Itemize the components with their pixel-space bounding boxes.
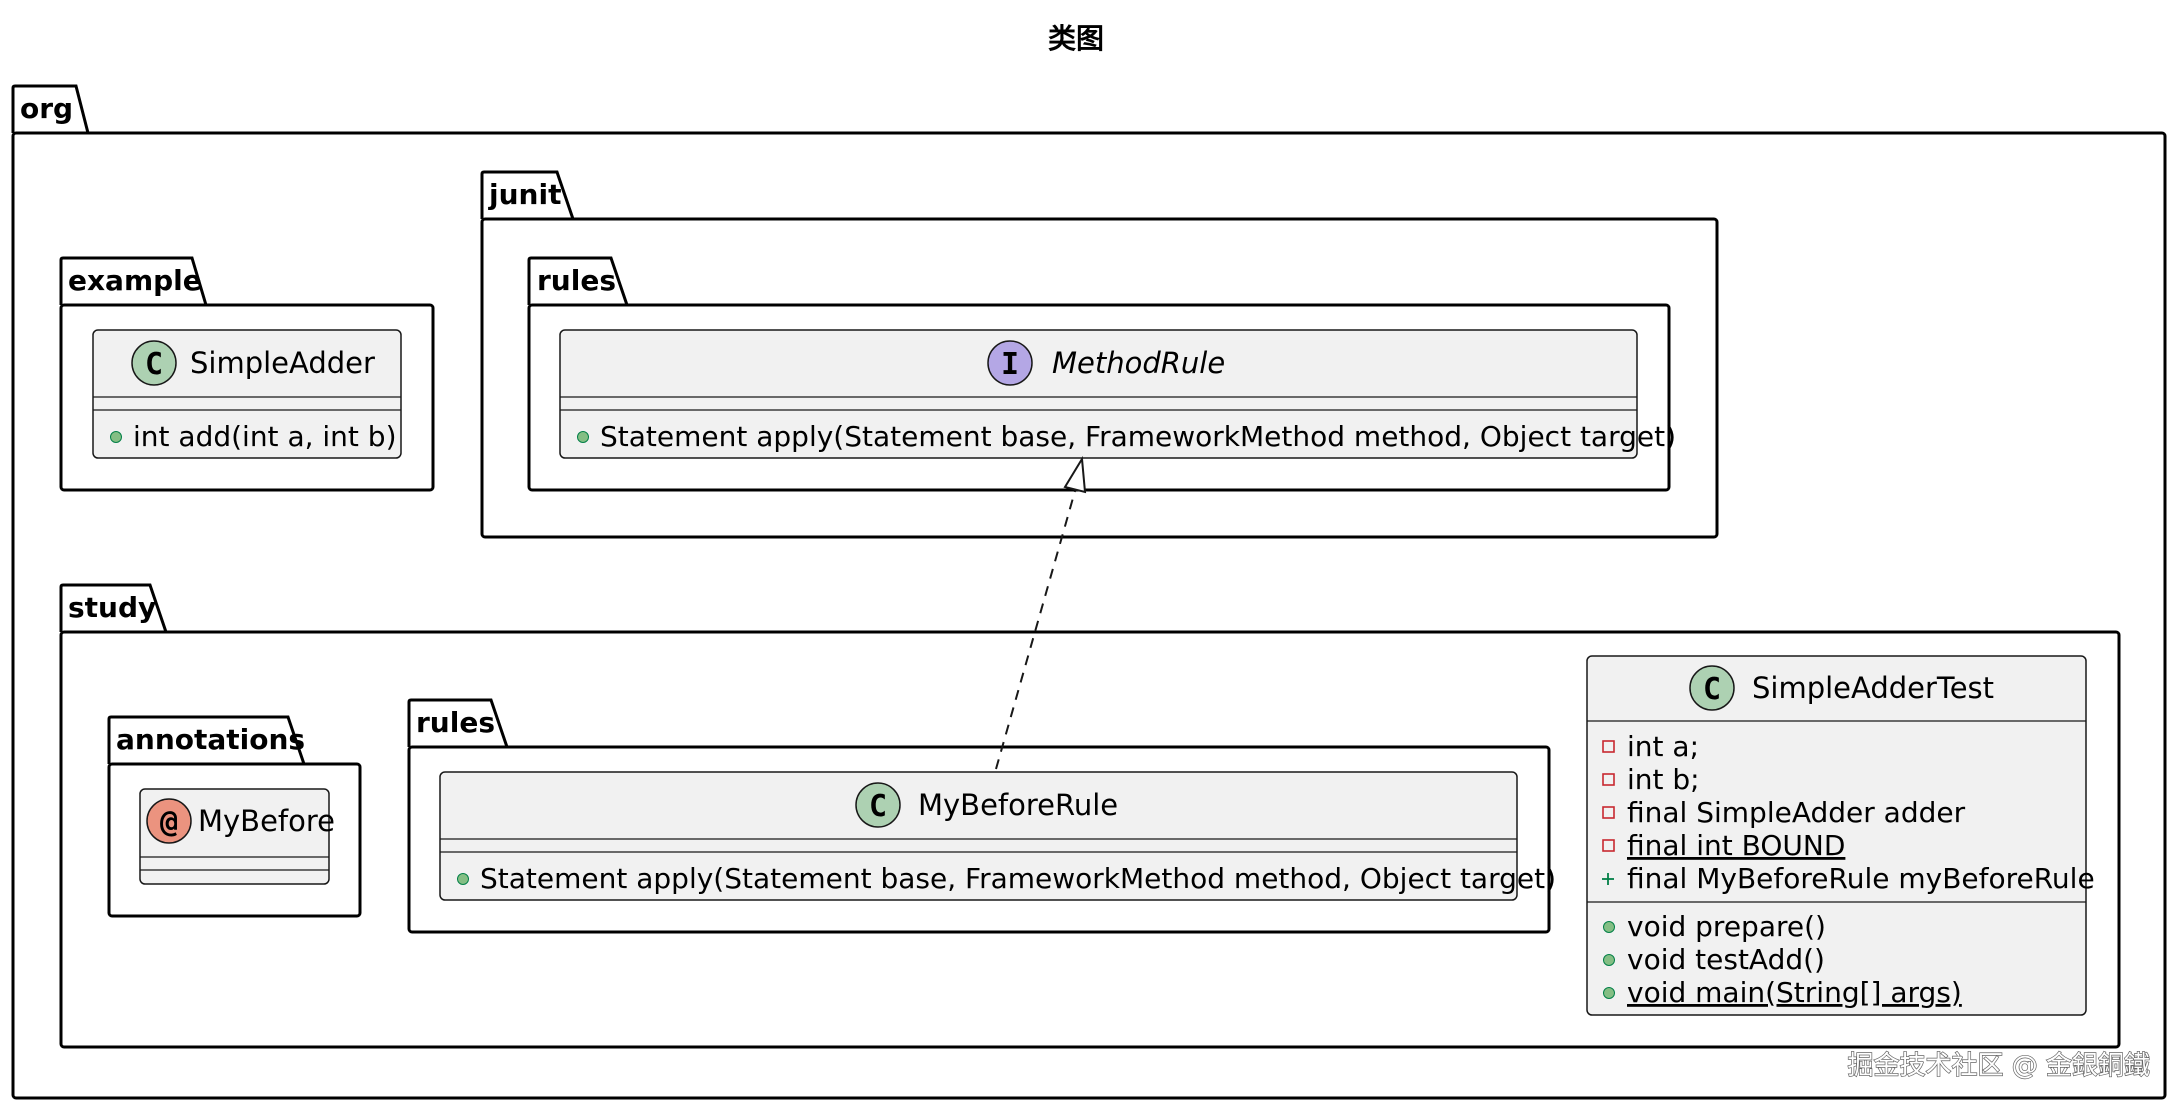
class-name: MyBeforeRule [918,788,1118,822]
annotation-name: MyBefore [198,804,335,838]
watermark: 掘金技术社区 @ 金銀銅鐵 [1847,1051,2150,1081]
svg-text:int add(int a, int b): int add(int a, int b) [133,420,397,453]
package-junit-rules: rules [527,256,1671,492]
public-visibility-icon [577,431,589,443]
svg-text:Statement apply(Statement base: Statement apply(Statement base, Framewor… [480,862,1556,895]
class-name: SimpleAdderTest [1752,671,1994,705]
private-visibility-icon [1602,839,1615,852]
package-study-rules: rules [407,698,1551,934]
svg-text:@: @ [160,805,178,840]
svg-text:int a;: int a; [1627,730,1699,763]
package-annotations-label: annotations [116,723,305,756]
annotation-at-icon: @ [146,798,192,844]
svg-text:I: I [1001,347,1019,382]
method-row: void prepare() [1603,910,1826,943]
class-c-icon: C [855,782,901,828]
public-visibility-icon [1603,954,1615,966]
public-visibility-icon [457,873,469,885]
field-row-static: final int BOUND [1602,829,1845,862]
private-visibility-icon [1602,806,1615,819]
svg-text:final MyBeforeRule myBeforeRul: final MyBeforeRule myBeforeRule [1627,862,2095,895]
class-name: SimpleAdder [190,346,375,380]
package-study-rules-label: rules [416,706,495,739]
method-row: Statement apply(Statement base, Framewor… [457,862,1556,895]
package-study: study [59,583,2121,1049]
method-row-static: void main(String[] args) [1603,976,1962,1009]
package-example-label: example [68,264,202,297]
svg-text:void testAdd(): void testAdd() [1627,943,1825,976]
method-row: Statement apply(Statement base, Framewor… [577,420,1676,453]
public-visibility-icon [1603,921,1615,933]
realization-arrow [995,455,1087,770]
package-junit: junit [480,170,1719,539]
package-example: example [59,256,435,492]
svg-text:final SimpleAdder adder: final SimpleAdder adder [1627,796,1966,829]
package-annotations: annotations [107,715,362,918]
package-junit-rules-label: rules [537,264,616,297]
interface-method-rule[interactable]: I MethodRule Statement apply(Statement b… [559,329,1676,459]
class-c-icon: C [1689,665,1735,711]
package-org-label: org [20,92,73,125]
svg-text:void main(String[] args): void main(String[] args) [1627,976,1962,1009]
public-visibility-icon [1603,987,1615,999]
field-row: final MyBeforeRule myBeforeRule [1602,862,2095,895]
field-row: int b; [1602,763,1700,796]
class-simple-adder-test[interactable]: C SimpleAdderTest int a; int b; final Si… [1586,655,2095,1016]
svg-text:int b;: int b; [1627,763,1700,796]
class-c-icon: C [131,340,177,386]
hollow-arrowhead-icon [1063,455,1087,494]
package-study-label: study [68,591,156,624]
public-visibility-icon [110,431,122,443]
field-row: int a; [1602,730,1699,763]
svg-text:final int BOUND: final int BOUND [1627,829,1845,862]
method-row: void testAdd() [1603,943,1825,976]
class-simple-adder[interactable]: C SimpleAdder int add(int a, int b) [92,329,402,459]
svg-text:C: C [145,347,163,382]
svg-text:void prepare(): void prepare() [1627,910,1826,943]
svg-text:C: C [869,789,887,824]
interface-i-icon: I [987,340,1033,386]
field-row: final SimpleAdder adder [1602,796,1966,829]
protected-visibility-icon [1602,873,1614,885]
private-visibility-icon [1602,773,1615,786]
package-junit-label: junit [488,178,561,211]
private-visibility-icon [1602,740,1615,753]
svg-text:Statement apply(Statement base: Statement apply(Statement base, Framewor… [600,420,1676,453]
annotation-my-before[interactable]: @ MyBefore [139,788,335,885]
class-my-before-rule[interactable]: C MyBeforeRule Statement apply(Statement… [439,771,1556,901]
diagram-title: 类图 [1048,22,1104,55]
svg-text:C: C [1703,672,1721,707]
interface-name: MethodRule [1052,346,1225,380]
method-row: int add(int a, int b) [110,420,397,453]
package-org: org [11,84,2167,1100]
